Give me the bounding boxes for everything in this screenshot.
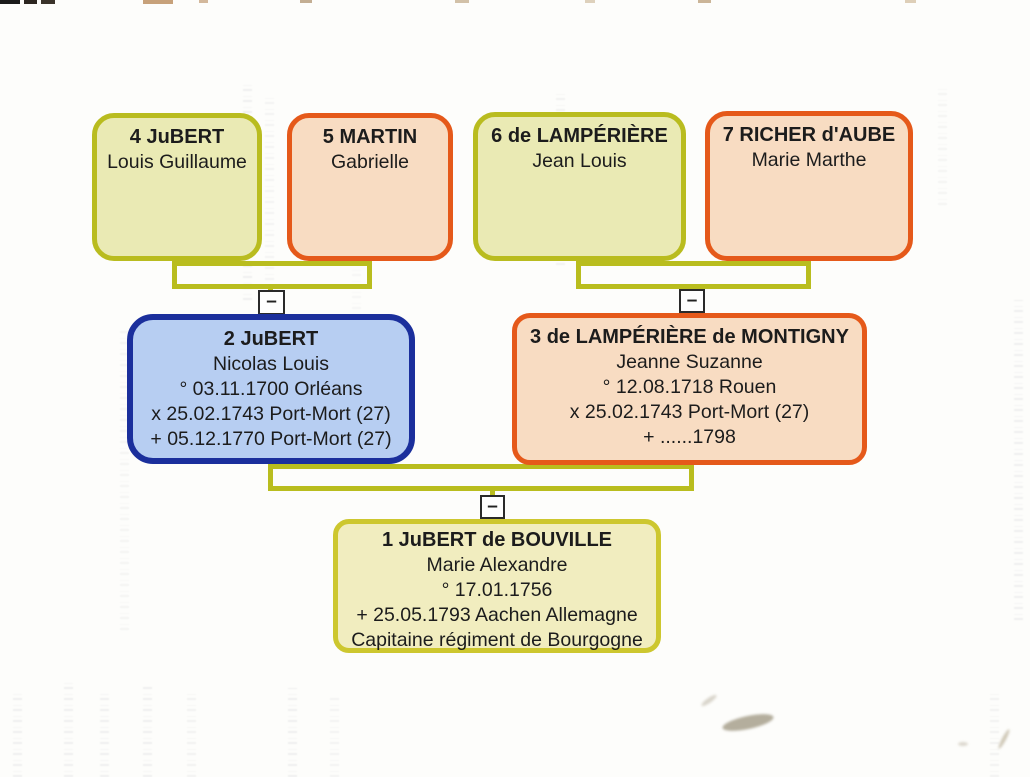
person-box-1-jubert-de-bouville: 1 JuBERT de BOUVILLE Marie Alexandre ° 1… xyxy=(333,519,661,653)
person-given-name: Jeanne Suzanne xyxy=(616,351,763,373)
person-marriage: x 25.02.1743 Port-Mort (27) xyxy=(151,403,391,425)
person-box-4-jubert: 4 JuBERT Louis Guillaume xyxy=(92,113,262,261)
scan-smudge xyxy=(700,693,718,708)
person-title: 7 RICHER d'AUBE xyxy=(722,124,896,146)
bleedthrough-column xyxy=(990,690,999,777)
bleedthrough-column xyxy=(187,690,196,777)
scan-edge-mark xyxy=(143,0,173,4)
scan-edge-mark xyxy=(0,0,20,4)
scan-edge-mark xyxy=(24,0,37,4)
scan-edge-mark xyxy=(905,0,916,3)
person-box-3-lamperiere-montigny: 3 de LAMPÉRIÈRE de MONTIGNY Jeanne Suzan… xyxy=(512,313,867,465)
bleedthrough-column xyxy=(938,85,947,205)
scan-edge-mark xyxy=(455,0,469,3)
scan-edge-mark xyxy=(300,0,312,3)
bleedthrough-column xyxy=(13,690,22,777)
bleedthrough-column xyxy=(100,690,109,777)
marriage-symbol-box: – xyxy=(258,290,285,315)
scan-smudge xyxy=(721,710,775,735)
person-death: + ......1798 xyxy=(643,426,736,448)
person-death: + 05.12.1770 Port-Mort (27) xyxy=(150,428,392,450)
person-given-name: Nicolas Louis xyxy=(213,353,329,375)
person-given-name: Marie Alexandre xyxy=(426,554,568,576)
person-marriage: x 25.02.1743 Port-Mort (27) xyxy=(569,401,810,423)
person-given-name: Jean Louis xyxy=(532,150,627,172)
person-title: 6 de LAMPÉRIÈRE xyxy=(491,125,668,147)
bleedthrough-column xyxy=(143,685,152,777)
person-title: 1 JuBERT de BOUVILLE xyxy=(381,529,613,551)
person-given-name: Marie Marthe xyxy=(751,149,867,171)
person-box-6-lamperiere: 6 de LAMPÉRIÈRE Jean Louis xyxy=(473,112,686,261)
marriage-symbol-box: – xyxy=(679,289,705,313)
person-title: 4 JuBERT xyxy=(129,126,225,148)
person-title: 5 MARTIN xyxy=(322,126,418,148)
bleedthrough-column xyxy=(1014,300,1023,620)
person-birth: ° 12.08.1718 Rouen xyxy=(602,376,777,398)
person-box-7-richer-daube: 7 RICHER d'AUBE Marie Marthe xyxy=(705,111,913,261)
scan-edge-mark xyxy=(585,0,595,3)
person-birth: ° 17.01.1756 xyxy=(441,579,553,601)
scan-edge-mark xyxy=(41,0,55,4)
bleedthrough-column xyxy=(330,695,339,777)
person-given-name: Gabrielle xyxy=(330,151,410,173)
scan-smudge xyxy=(958,742,968,746)
person-birth: ° 03.11.1700 Orléans xyxy=(179,378,363,400)
person-box-5-martin: 5 MARTIN Gabrielle xyxy=(287,113,453,261)
scan-edge-mark xyxy=(698,0,711,3)
person-occupation: Capitaine régiment de Bourgogne xyxy=(351,629,643,651)
connector-couple-4-5 xyxy=(172,261,372,289)
bleedthrough-column xyxy=(64,680,73,777)
person-box-2-jubert: 2 JuBERT Nicolas Louis ° 03.11.1700 Orlé… xyxy=(127,314,415,464)
person-given-name: Louis Guillaume xyxy=(107,151,247,173)
marriage-symbol-box: – xyxy=(480,495,505,519)
bleedthrough-column xyxy=(265,95,274,280)
person-title: 3 de LAMPÉRIÈRE de MONTIGNY xyxy=(530,326,849,348)
scan-smudge xyxy=(997,728,1011,750)
scan-edge-mark xyxy=(199,0,208,3)
connector-couple-2-3 xyxy=(268,464,694,491)
person-title: 2 JuBERT xyxy=(223,328,319,350)
connector-couple-6-7 xyxy=(576,261,811,289)
bleedthrough-column xyxy=(288,688,297,777)
person-death: + 25.05.1793 Aachen Allemagne xyxy=(356,604,638,626)
